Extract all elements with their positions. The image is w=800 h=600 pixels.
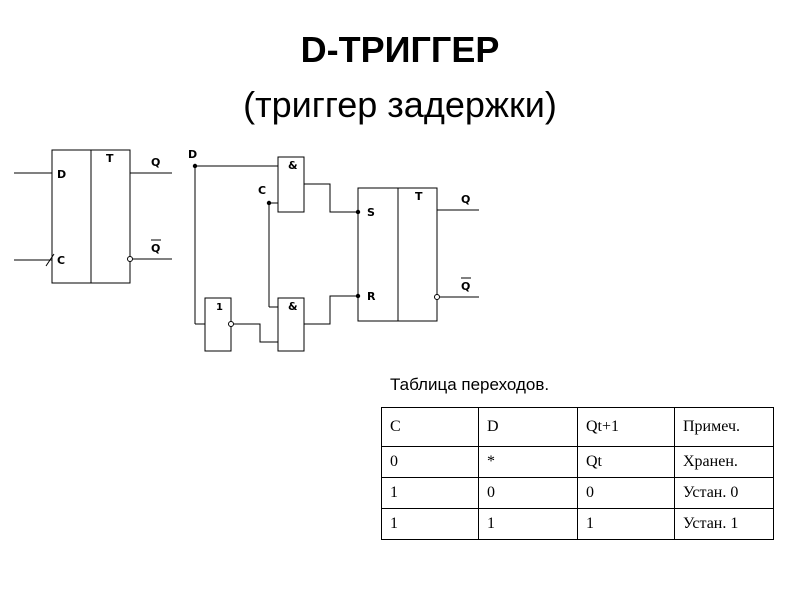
header-cell-note: Примеч. [674,407,774,447]
table-cell: Устан. 0 [674,477,774,509]
rs-r-label: R [367,290,376,303]
circuit-diagram: D C T Q Q D C & & 1 S R T Q Q [14,148,479,352]
symbol-q-label: Q [151,156,160,169]
rs-t-label: T [415,190,423,203]
table-cell: 0 [577,477,675,509]
table-cell: 1 [478,508,578,540]
not-to-and2-wire [234,323,278,343]
and-gate-lower-label: & [288,300,298,313]
rs-qbar-label: Q [461,280,470,293]
rs-qbar-inversion [434,294,440,300]
header-cell-d: D [478,407,578,447]
table-cell: 0 [478,477,578,509]
table-cell: Хранен. [674,446,774,478]
table-row: 0 * Qt Хранен. [381,446,774,478]
s-terminal-dot [355,209,361,215]
symbol-c-label: C [57,254,65,267]
dynamic-clock-mark [45,253,55,267]
page-subtitle: (триггер задержки) [243,84,557,125]
table-cell: 1 [381,508,479,540]
schematic-c-label: C [258,184,266,197]
table-row: 1 0 0 Устан. 0 [381,477,774,509]
r-terminal-dot [355,293,361,299]
header-cell-c: C [381,407,479,447]
table-cell: Устан. 1 [674,508,774,540]
rs-q-label: Q [461,193,470,206]
symbol-d-label: D [57,168,66,181]
table-cell: 1 [577,508,675,540]
and1-to-s-wire [304,183,358,213]
and2-to-r-wire [304,295,358,325]
not-gate-inversion [228,321,234,327]
symbol-qbar-label: Q [151,242,160,255]
schematic-d-label: D [188,148,197,161]
symbol-t-label: T [106,152,114,165]
table-row: 1 1 1 Устан. 1 [381,508,774,540]
c-junction-dot [266,200,272,206]
table-header-row: C D Qt+1 Примеч. [381,407,774,447]
table-cell: * [478,446,578,478]
page-title: D-ТРИГГЕР [300,29,500,70]
table-cell: 1 [381,477,479,509]
symbol-qbar-inversion [127,256,133,262]
table-cell: Qt [577,446,675,478]
table-cell: 0 [381,446,479,478]
and-gate-upper-label: & [288,159,298,172]
d-junction-dot [192,163,198,169]
transition-table: C D Qt+1 Примеч. 0 * Qt Хранен. 1 0 0 Ус… [381,407,774,540]
header-cell-qt1: Qt+1 [577,407,675,447]
table-caption: Таблица переходов. [390,375,550,394]
not-gate-label: 1 [216,302,223,313]
rs-s-label: S [367,206,375,219]
